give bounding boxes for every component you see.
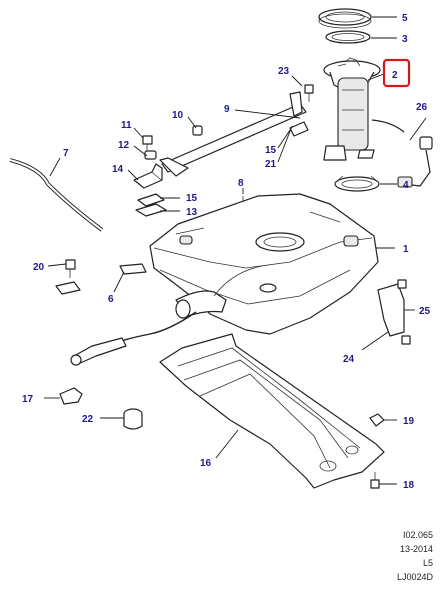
callout-14: 14 xyxy=(112,164,124,175)
callout-19: 19 xyxy=(403,416,415,427)
callout-13: 13 xyxy=(186,207,198,218)
callout-21: 21 xyxy=(265,159,277,170)
reference-code: I02.065 xyxy=(402,530,433,540)
part-11-bolt xyxy=(142,135,153,152)
callout-9: 9 xyxy=(224,104,230,115)
filler-neck xyxy=(175,265,263,319)
part-22-cap xyxy=(123,408,143,430)
part-9-strap xyxy=(159,91,307,177)
callout-6: 6 xyxy=(108,294,114,305)
part-13-spacer xyxy=(135,203,167,217)
part-26-sensor-connector xyxy=(397,136,433,188)
vent-line xyxy=(70,311,197,366)
part-4-locking-ring xyxy=(334,175,380,192)
callout-15-upper: 15 xyxy=(265,145,277,156)
callout-23: 23 xyxy=(278,66,290,77)
part-23-bolt xyxy=(304,84,314,102)
part-14-bracket xyxy=(133,163,163,189)
reference-level: L5 xyxy=(422,558,433,568)
part-16-heat-shield xyxy=(159,333,385,489)
callout-7: 7 xyxy=(63,148,69,159)
callout-15-lower: 15 xyxy=(186,193,198,204)
callout-12: 12 xyxy=(118,140,130,151)
callout-20: 20 xyxy=(33,262,45,273)
part-7-vent-hose xyxy=(9,158,104,232)
part-19-nut xyxy=(369,413,385,427)
callout-26: 26 xyxy=(416,102,428,113)
part-6-label xyxy=(119,263,147,275)
callout-3: 3 xyxy=(402,34,408,45)
part-15-washer xyxy=(137,193,165,207)
highlight-box-callout-2 xyxy=(382,58,411,88)
callout-18: 18 xyxy=(403,480,415,491)
callout-8: 8 xyxy=(238,178,244,189)
callout-10: 10 xyxy=(172,110,184,121)
reference-block: I02.065 13-2014 L5 LJ0024D xyxy=(397,530,433,582)
callout-16: 16 xyxy=(200,458,212,469)
callout-5: 5 xyxy=(402,13,408,24)
callout-17: 17 xyxy=(22,394,34,405)
part-12-nut xyxy=(144,150,157,160)
callout-22: 22 xyxy=(82,414,94,425)
callout-4: 4 xyxy=(403,180,409,191)
callout-labels: 5 3 2 4 1 9 23 10 11 12 14 15 13 15 21 8… xyxy=(22,13,431,491)
part-5-seal-ring xyxy=(318,8,372,29)
callout-24: 24 xyxy=(343,354,355,365)
reference-drawing-id: LJ0024D xyxy=(396,572,433,582)
part-2-fuel-pump-module xyxy=(323,57,405,161)
part-3-o-ring xyxy=(325,30,371,44)
part-21-clip xyxy=(289,121,309,137)
callout-25: 25 xyxy=(419,306,431,317)
leader-lines xyxy=(44,16,427,485)
part-24-bracket xyxy=(377,279,411,345)
reference-date: 13-2014 xyxy=(399,544,433,554)
part-17-clip xyxy=(59,387,83,405)
callout-2: 2 xyxy=(392,70,398,81)
part-10-clip xyxy=(192,125,203,136)
part-18-bolt xyxy=(370,472,380,489)
callout-11: 11 xyxy=(121,120,132,131)
part-20-bolt xyxy=(55,259,81,295)
callout-1: 1 xyxy=(403,244,409,255)
